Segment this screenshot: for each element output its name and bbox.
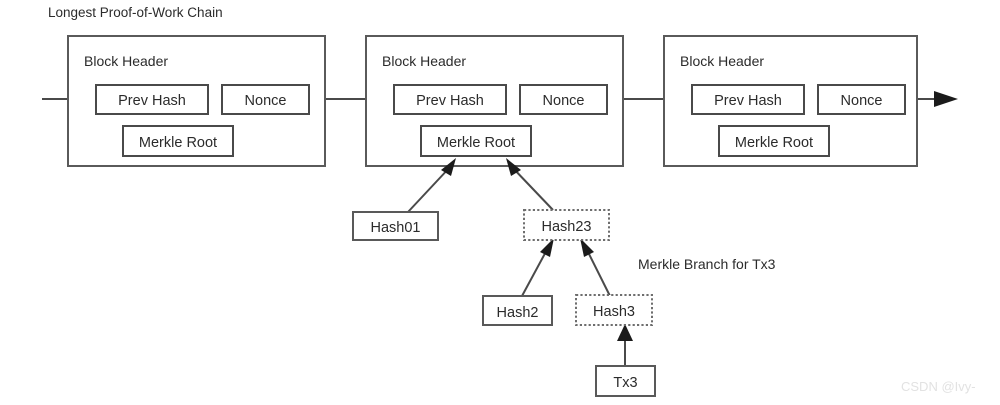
hash23-label: Hash23 <box>542 219 592 235</box>
arrow-head-tx3-to-hash3 <box>617 324 633 341</box>
arrow-head-hash23-to-merkle-root <box>506 158 521 176</box>
block-3-prev-hash-label: Prev Hash <box>714 93 782 109</box>
merkle-node-hash23: Hash23 <box>523 209 610 241</box>
block-2-prev-hash-label: Prev Hash <box>416 93 484 109</box>
arrow-head-outgoing <box>934 91 958 107</box>
merkle-branch-annotation: Merkle Branch for Tx3 <box>638 256 776 272</box>
merkle-node-tx3: Tx3 <box>595 365 656 397</box>
block-1-merkle-root-label: Merkle Root <box>139 135 217 151</box>
block-1-prev-hash-box <box>95 84 209 115</box>
block-1-prev-hash-label: Prev Hash <box>118 93 186 109</box>
watermark-label: CSDN @Ivy- <box>901 379 976 394</box>
hash2-label: Hash2 <box>497 305 539 321</box>
block-3-nonce-box <box>817 84 906 115</box>
tx3-label: Tx3 <box>613 375 637 391</box>
block-2-merkle-root-label: Merkle Root <box>437 135 515 151</box>
block-2-prev-hash-box <box>393 84 507 115</box>
block-2-merkle-root-box <box>420 125 532 157</box>
block-2-header-label: Block Header <box>382 53 466 69</box>
block-3-prev-hash-box <box>691 84 805 115</box>
merkle-tree-edges <box>407 158 633 366</box>
hash01-box <box>352 211 439 241</box>
edge-hash01-to-merkle-root <box>407 165 452 213</box>
block-3-header-label: Block Header <box>680 53 764 69</box>
hash2-box <box>482 295 553 326</box>
tx3-box <box>595 365 656 397</box>
block-1-nonce-label: Nonce <box>245 93 287 109</box>
block-1-merkle-root-box <box>122 125 234 157</box>
block-2-nonce-label: Nonce <box>543 93 585 109</box>
block-header-1: Block Header Prev Hash Nonce Merkle Root <box>67 35 326 167</box>
block-header-2: Block Header Prev Hash Nonce Merkle Root <box>365 35 624 167</box>
arrow-head-hash01-to-merkle-root <box>441 158 456 176</box>
edge-hash2-to-hash23 <box>521 245 550 297</box>
edge-hash23-to-merkle-root <box>510 165 554 211</box>
hash01-label: Hash01 <box>371 220 421 236</box>
hash3-label: Hash3 <box>593 304 635 320</box>
block-1-nonce-box <box>221 84 310 115</box>
arrow-head-hash2-to-hash23 <box>540 238 554 257</box>
hash3-box <box>575 294 653 326</box>
merkle-node-hash3: Hash3 <box>575 294 653 326</box>
arrow-head-hash3-to-hash23 <box>580 238 594 257</box>
block-3-merkle-root-box <box>718 125 830 157</box>
block-3-merkle-root-label: Merkle Root <box>735 135 813 151</box>
block-3-nonce-label: Nonce <box>841 93 883 109</box>
hash23-box <box>523 209 610 241</box>
block-header-3: Block Header Prev Hash Nonce Merkle Root <box>663 35 918 167</box>
merkle-node-hash2: Hash2 <box>482 295 553 326</box>
block-2-nonce-box <box>519 84 608 115</box>
page-title: Longest Proof-of-Work Chain <box>48 5 223 20</box>
merkle-node-hash01: Hash01 <box>352 211 439 241</box>
block-1-header-label: Block Header <box>84 53 168 69</box>
